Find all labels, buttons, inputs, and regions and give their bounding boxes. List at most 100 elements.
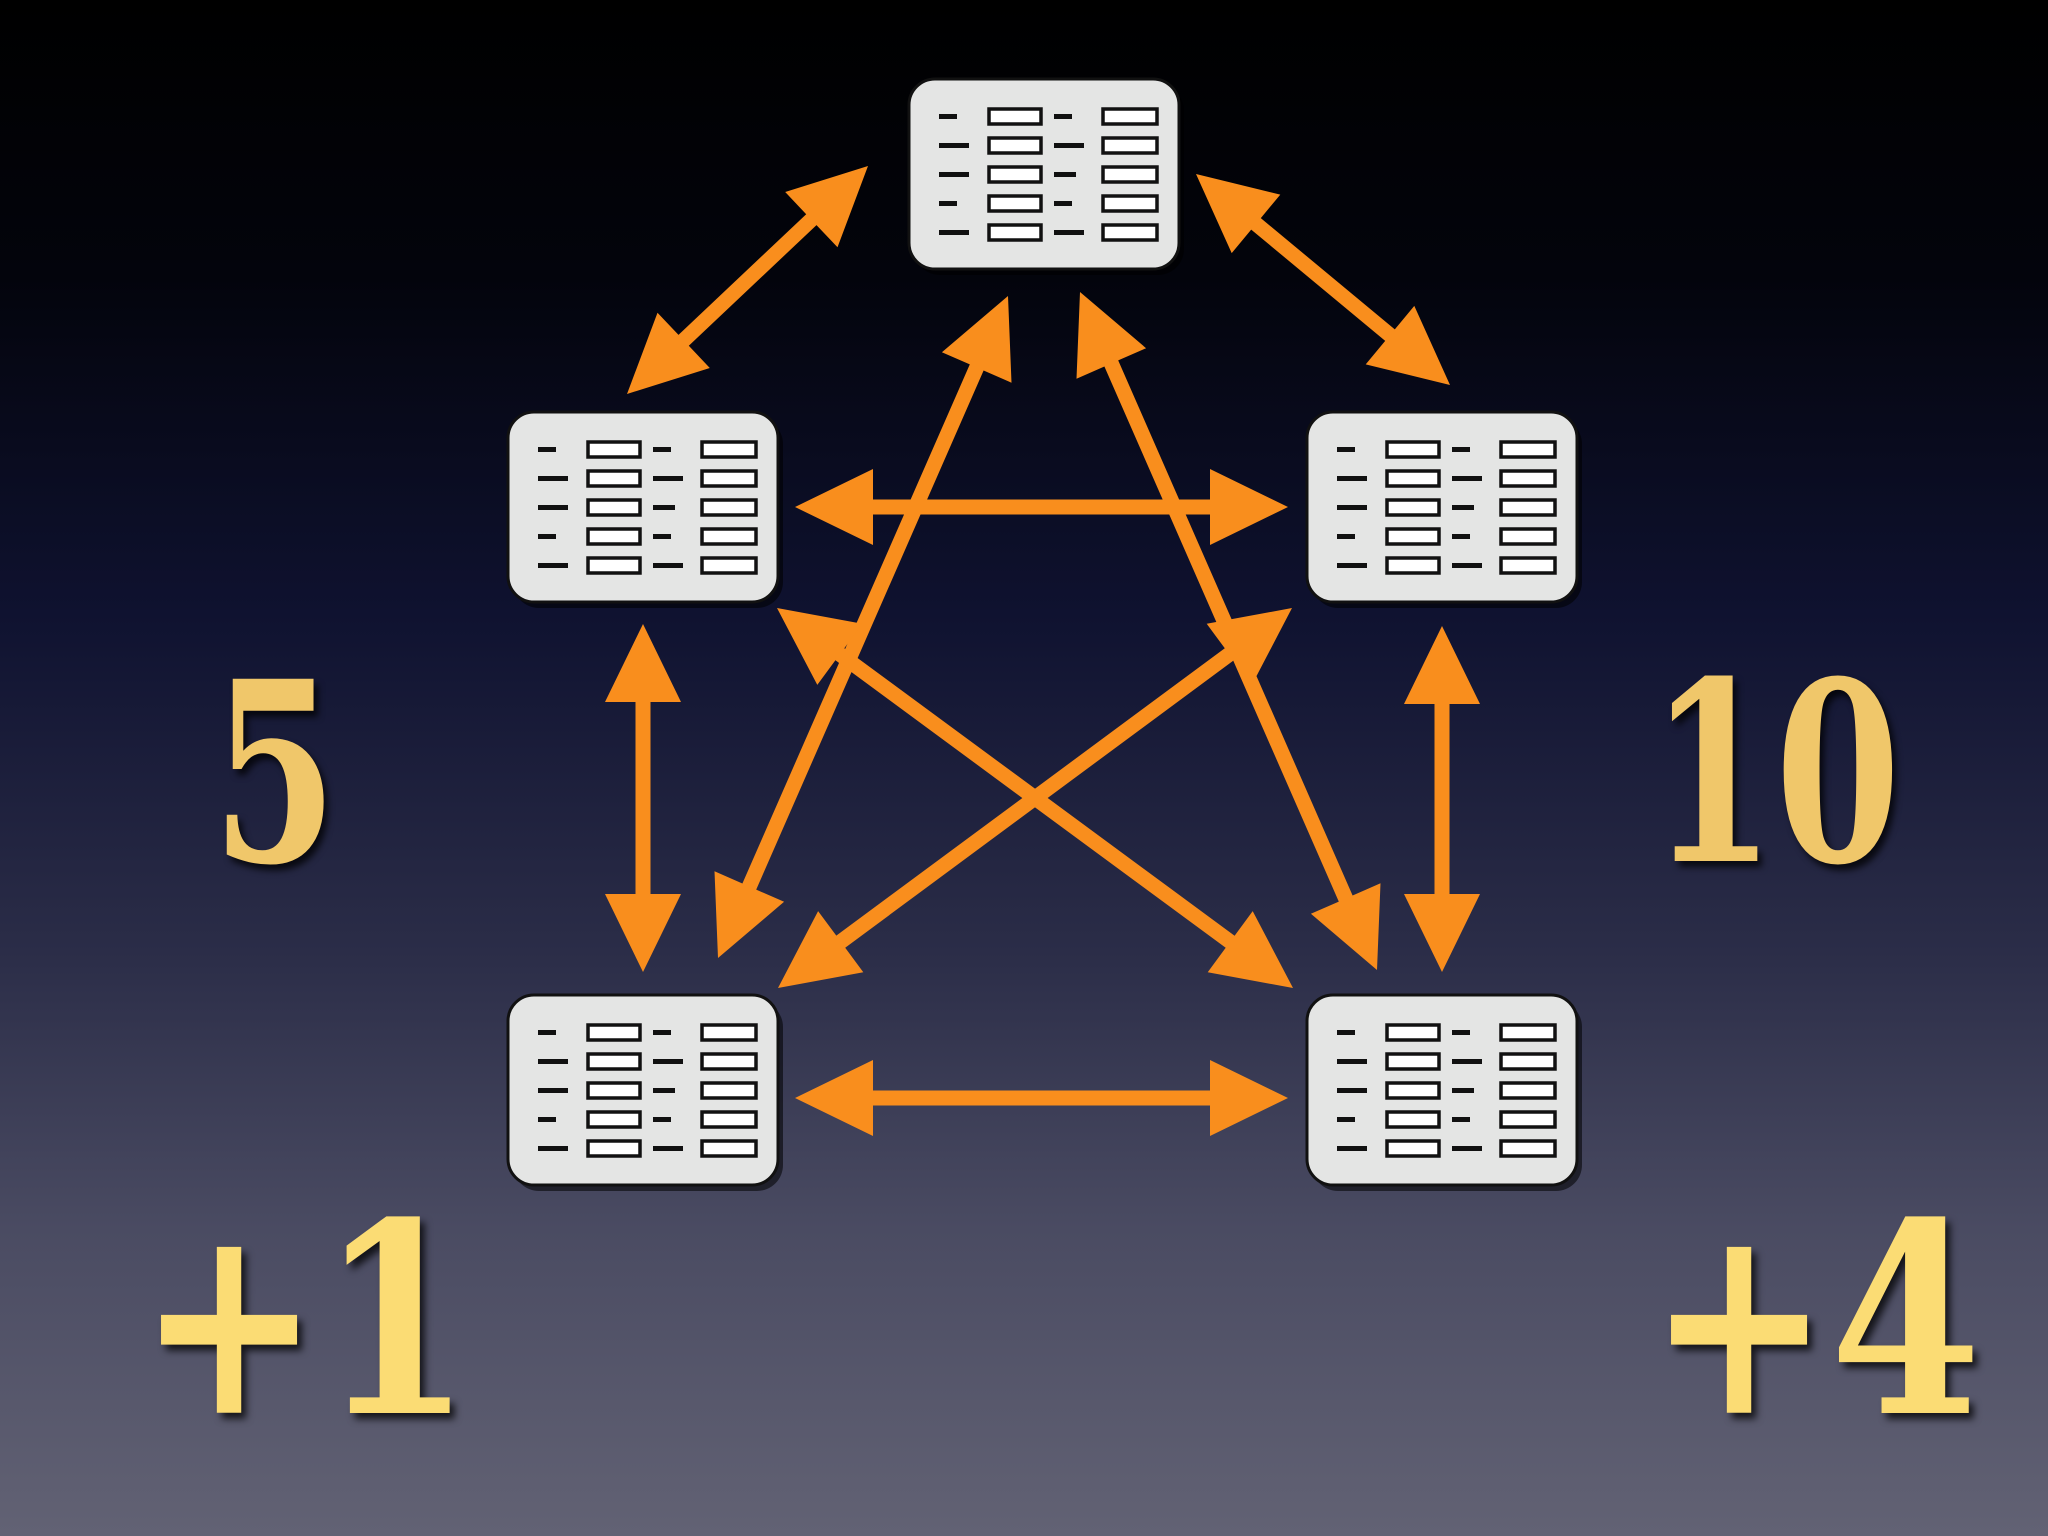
arrow-upper-right-to-lower-left [778,608,1292,988]
table-cell [1101,107,1159,126]
table-cell [1499,1110,1557,1129]
table-row-marker [939,201,957,206]
table-cell [1499,556,1557,575]
table-cell [586,1110,642,1129]
node-top-database-table-icon [907,77,1184,275]
table-cell [586,1081,642,1100]
table-row-marker [653,1088,675,1093]
table-cell [700,1023,758,1042]
node-lower-left-database-table-icon [506,993,783,1191]
table-row-marker [1337,1146,1367,1151]
table-cell [1385,1052,1441,1071]
table-cell [1499,1052,1557,1071]
table-row-marker [1337,534,1355,539]
table-row-marker [1054,172,1076,177]
table-cell [700,1052,758,1071]
node-card [1305,410,1579,604]
table-cell [1499,498,1557,517]
table-row-marker [1337,1117,1355,1122]
table-cell [700,527,758,546]
arrow-top-to-lower-left [714,296,1012,958]
table-cell [1385,440,1441,459]
table-row-marker [939,114,957,119]
table-cell [586,498,642,517]
node-lower-right-database-table-icon [1305,993,1582,1191]
table-row-marker [653,1146,683,1151]
table-cell [1385,1023,1441,1042]
table-row-marker [538,1088,568,1093]
table-row-marker [1337,476,1367,481]
table-cell [586,469,642,488]
table-row-marker [538,563,568,568]
table-row-marker [1452,1088,1474,1093]
table-cell [1499,527,1557,546]
table-row-marker [1452,447,1470,452]
left-delta: +1 [138,1165,472,1476]
table-row-marker [653,476,683,481]
table-row-marker [1452,1059,1482,1064]
table-row-marker [538,1059,568,1064]
table-cell [1385,498,1441,517]
table-cell [586,556,642,575]
arrow-upper-right-to-lower-right [1404,626,1480,972]
table-row-marker [939,172,969,177]
table-row-marker [653,1030,671,1035]
arrow-top-to-upper-left [627,166,868,394]
right-delta: +4 [1648,1165,1982,1476]
edges-layer [605,166,1480,1136]
table-cell [1385,1139,1441,1158]
table-cell [586,1139,642,1158]
table-cell [1385,1110,1441,1129]
table-row-marker [653,563,683,568]
table-cell [700,498,758,517]
table-cell [700,1139,758,1158]
arrow-top-to-upper-right [1196,174,1450,385]
table-row-marker [1337,563,1367,568]
table-row-marker [1452,1030,1470,1035]
table-row-marker [538,447,556,452]
table-cell [586,440,642,459]
right-pair-count: 10 [1650,626,1901,920]
table-cell [1101,223,1159,242]
table-row-marker [538,1146,568,1151]
node-upper-left-database-table-icon [506,410,783,608]
table-row-marker [1337,505,1367,510]
table-row-marker [538,476,568,481]
table-cell [1499,1081,1557,1100]
table-cell [987,194,1043,213]
table-row-marker [1337,1059,1367,1064]
table-row-marker [653,505,675,510]
node-upper-right-database-table-icon [1305,410,1582,608]
table-cell [700,556,758,575]
table-cell [1499,1139,1557,1158]
table-cell [700,469,758,488]
table-row-marker [1452,476,1482,481]
table-cell [1101,165,1159,184]
table-row-marker [1337,1030,1355,1035]
table-row-marker [653,534,671,539]
table-cell [1499,469,1557,488]
node-card [506,410,780,604]
node-card [907,77,1181,271]
table-cell [987,136,1043,155]
table-row-marker [1054,230,1084,235]
table-row-marker [538,505,568,510]
table-cell [586,527,642,546]
table-row-marker [1452,534,1470,539]
table-cell [586,1052,642,1071]
table-row-marker [1452,505,1474,510]
table-row-marker [1452,1117,1470,1122]
table-cell [1385,556,1441,575]
node-card [1305,993,1579,1187]
table-row-marker [939,230,969,235]
table-cell [1499,440,1557,459]
table-row-marker [538,1117,556,1122]
table-row-marker [1054,143,1084,148]
table-row-marker [653,447,671,452]
table-cell [700,1081,758,1100]
table-cell [700,440,758,459]
table-row-marker [939,143,969,148]
table-row-marker [1337,447,1355,452]
arrow-upper-left-to-upper-right [795,469,1288,545]
